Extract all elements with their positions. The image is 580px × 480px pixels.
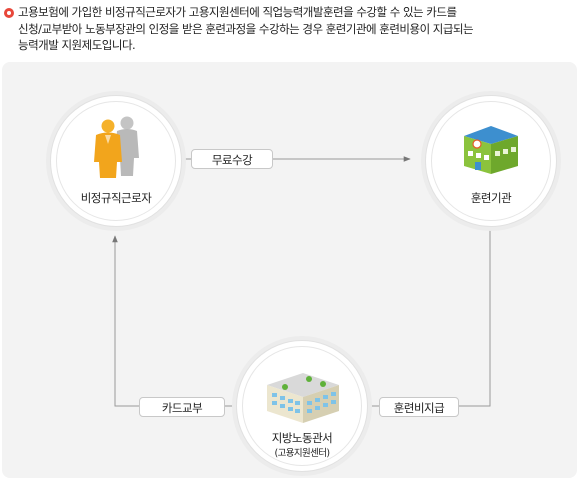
node-office-label: 지방노동관서 — [271, 431, 333, 445]
node-office-sublabel: (고용지원센터) — [274, 448, 330, 459]
bullet-icon — [4, 8, 14, 18]
node-worker: 비정규직근로자 — [50, 95, 182, 227]
building-icon — [464, 126, 518, 174]
office-building-icon — [267, 373, 339, 423]
intro-text: 고용보험에 가입한 비정규직근로자가 고용지원센터에 직업능력개발훈련을 수강할… — [18, 4, 576, 54]
intro-line-1: 고용보험에 가입한 비정규직근로자가 고용지원센터에 직업능력개발훈련을 수강할… — [18, 5, 457, 19]
edge-label-fee-payment: 훈련비지급 — [379, 397, 459, 417]
node-worker-label: 비정규직근로자 — [80, 191, 152, 205]
node-office: 지방노동관서 (고용지원센터) — [236, 340, 368, 472]
node-institution: 훈련기관 — [425, 95, 557, 227]
node-institution-label: 훈련기관 — [470, 191, 512, 205]
intro-line-3: 능력개발 지원제도입니다. — [18, 38, 136, 52]
people-icon — [94, 116, 139, 178]
intro: 고용보험에 가입한 비정규직근로자가 고용지원센터에 직업능력개발훈련을 수강할… — [4, 4, 576, 54]
edge-label-card-issue: 카드교부 — [139, 397, 225, 417]
intro-line-2: 신청/교부받아 노동부장관의 인정을 받은 훈련과정을 수강하는 경우 훈련기관… — [18, 21, 474, 36]
edge-label-free-attendance: 무료수강 — [191, 149, 273, 169]
